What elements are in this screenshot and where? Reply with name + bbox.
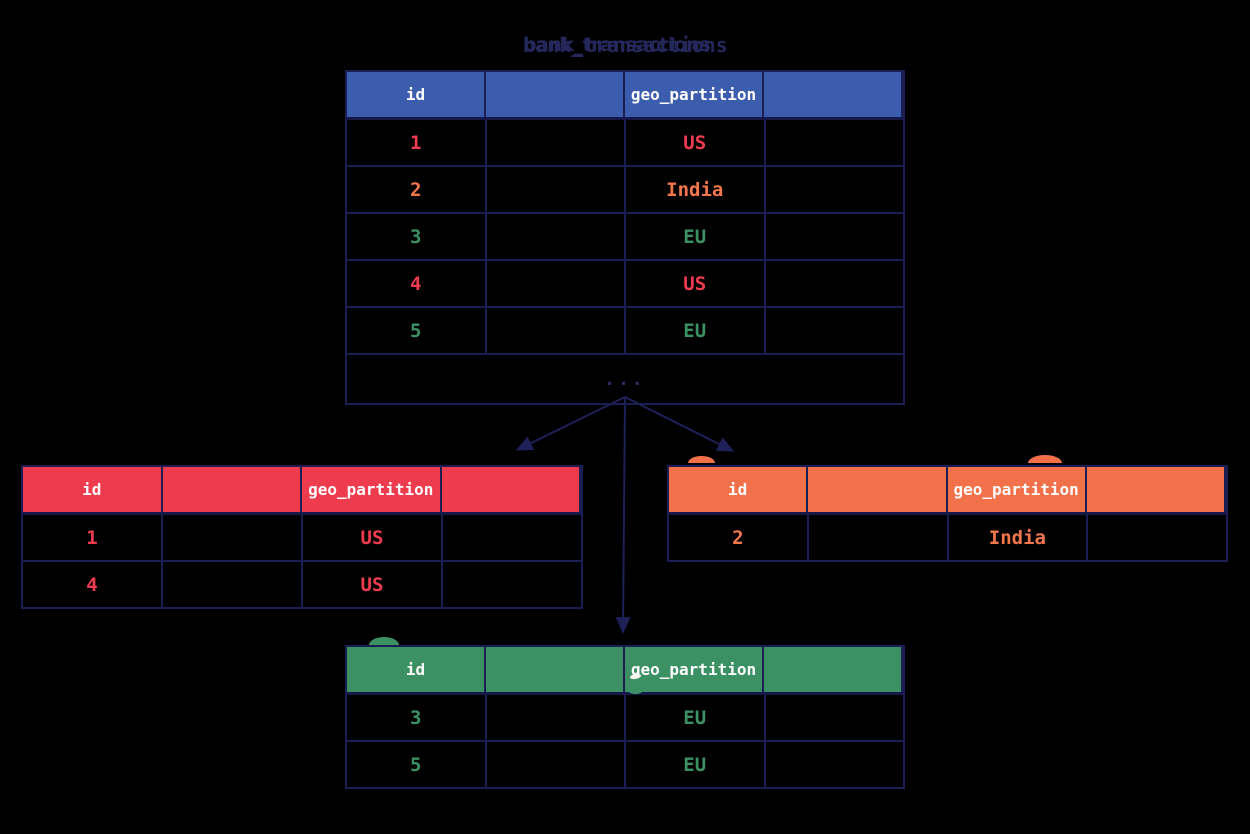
table-row: 1 US [23, 515, 581, 562]
cell-blank [443, 515, 581, 560]
cell-blank [487, 742, 626, 787]
diagram-title-layer2: bank_transactions [523, 34, 711, 56]
arrow-to-eu-partition [615, 396, 631, 634]
cell-blank [766, 167, 904, 212]
cell-id: 5 [347, 308, 487, 353]
main-table: id geo_partition 1 US 2 India 3 EU 4 US … [345, 70, 905, 405]
cell-id: 2 [347, 167, 487, 212]
us-column-header-geo-partition: geo_partition [302, 467, 442, 512]
cell-blank [487, 120, 626, 165]
cell-blank [487, 214, 626, 259]
cell-blank [487, 167, 626, 212]
cell-id: 3 [347, 214, 487, 259]
cell-geo-partition: US [626, 120, 766, 165]
main-column-header-id: id [347, 72, 486, 117]
india-partition-table: id geo_partition 2 India [667, 465, 1228, 562]
emoji-fragment-orange-arc-right-icon [1028, 455, 1062, 463]
diagram-title: bank_transactions bank_transactions [523, 33, 783, 59]
table-row: 4 US [23, 562, 581, 607]
cell-id: 1 [347, 120, 487, 165]
india-column-header-blank2 [1087, 467, 1226, 512]
table-row: 3 EU [347, 695, 903, 742]
cell-geo-partition: India [949, 515, 1089, 560]
cell-blank [766, 695, 904, 740]
cell-blank [809, 515, 949, 560]
emoji-fragment-green-crescent-icon [628, 690, 643, 694]
us-column-header-blank1 [163, 467, 302, 512]
cell-id: 2 [669, 515, 809, 560]
cell-geo-partition: EU [626, 742, 766, 787]
table-row: 4 US [347, 261, 903, 308]
cell-geo-partition: India [626, 167, 766, 212]
emoji-fragment-green-arc-icon [369, 637, 399, 645]
eu-column-header-geo-partition: geo_partition [625, 647, 764, 692]
cell-id: 3 [347, 695, 487, 740]
table-row: 2 India [669, 515, 1226, 560]
us-partition-header-row: id geo_partition [23, 467, 581, 515]
cell-blank [487, 308, 626, 353]
india-column-header-id: id [669, 467, 809, 512]
us-partition-table: id geo_partition 1 US 4 US [21, 465, 583, 609]
main-table-header-row: id geo_partition [347, 72, 903, 120]
table-row: 5 EU [347, 742, 903, 787]
emoji-fragment-orange-arc-left-icon [688, 456, 715, 463]
diagram-title-layer1: bank_transactions [523, 33, 728, 57]
eu-partition-table: id geo_partition 3 EU 5 EU [345, 645, 905, 789]
cell-id: 1 [23, 515, 163, 560]
table-row: 2 India [347, 167, 903, 214]
cell-blank [487, 261, 626, 306]
india-column-header-geo-partition: geo_partition [948, 467, 1087, 512]
main-column-header-geo-partition: geo_partition [625, 72, 764, 117]
ellipsis-row: ... [604, 368, 646, 390]
cell-geo-partition: EU [626, 214, 766, 259]
cell-geo-partition: US [626, 261, 766, 306]
cell-geo-partition: EU [626, 308, 766, 353]
cell-blank [766, 214, 904, 259]
cell-id: 4 [23, 562, 163, 607]
india-column-header-blank1 [808, 467, 948, 512]
cell-geo-partition: US [303, 515, 443, 560]
us-column-header-blank2 [442, 467, 581, 512]
india-partition-header-row: id geo_partition [669, 467, 1226, 515]
eu-partition-header-row: id geo_partition [347, 647, 903, 695]
cell-id: 4 [347, 261, 487, 306]
cell-id: 5 [347, 742, 487, 787]
table-row: 1 US [347, 120, 903, 167]
cell-blank [163, 515, 303, 560]
cell-geo-partition: EU [626, 695, 766, 740]
eu-column-header-id: id [347, 647, 486, 692]
eu-column-header-blank2 [764, 647, 903, 692]
cell-blank [766, 742, 904, 787]
table-row: 3 EU [347, 214, 903, 261]
cell-blank [1088, 515, 1226, 560]
cell-blank [766, 261, 904, 306]
us-column-header-id: id [23, 467, 163, 512]
cell-geo-partition: US [303, 562, 443, 607]
cell-blank [487, 695, 626, 740]
cell-blank [766, 120, 904, 165]
main-column-header-blank1 [486, 72, 625, 117]
cell-blank [163, 562, 303, 607]
eu-column-header-blank1 [486, 647, 625, 692]
table-row: 5 EU [347, 308, 903, 355]
cell-blank [766, 308, 904, 353]
cell-blank [443, 562, 581, 607]
main-column-header-blank2 [764, 72, 903, 117]
